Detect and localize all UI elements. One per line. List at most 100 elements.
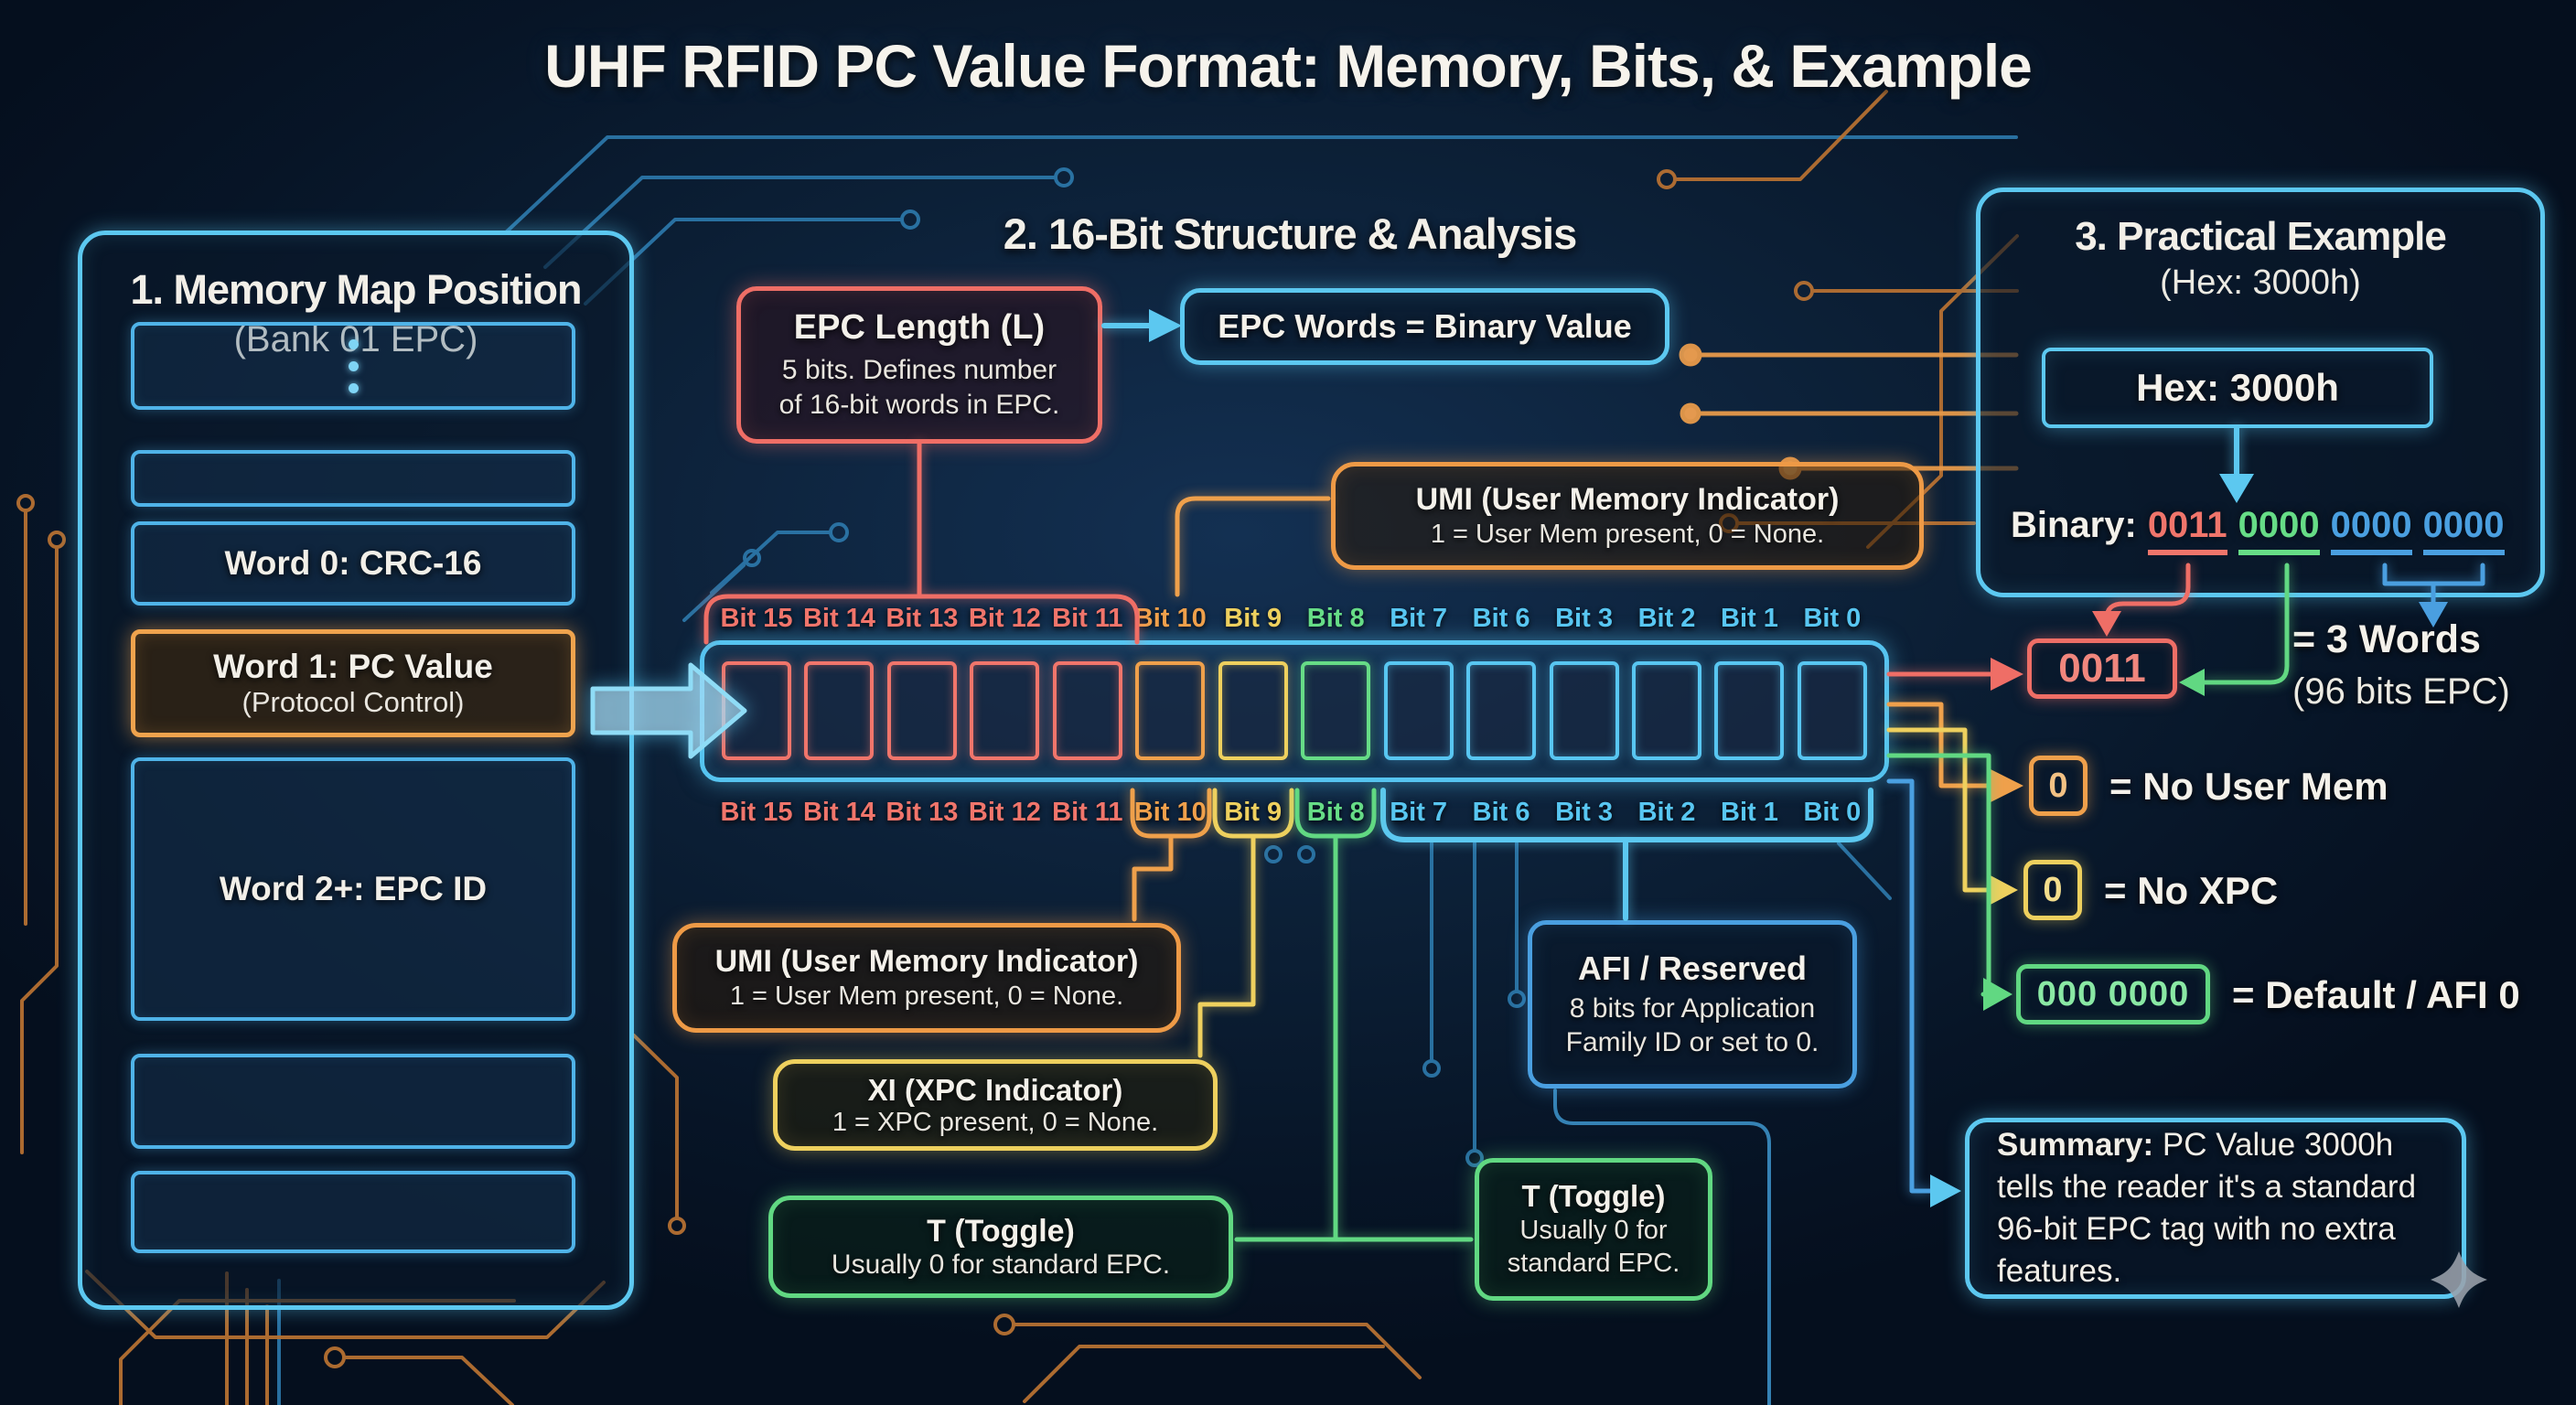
bit-label-bit-1: Bit 1 (1721, 603, 1778, 633)
afi-meaning-label: = Default / AFI 0 (2232, 973, 2520, 1016)
bit-label-bit-0: Bit 0 (1803, 603, 1862, 633)
bit-label-bit-9: Bit 9 (1224, 797, 1283, 827)
bit-label-bit-3: Bit 3 (1555, 603, 1613, 633)
words-meaning-label: = 3 Words (96 bits EPC) (2292, 615, 2510, 717)
blue-arrowhead-summary (1930, 1174, 1961, 1207)
bit-label-bit-14: Bit 14 (802, 797, 875, 827)
toggle-right-title: T (Toggle) (1521, 1178, 1666, 1213)
word0-label: Word 0: CRC-16 (224, 544, 482, 582)
bit-label-bit-15: Bit 15 (720, 603, 793, 633)
bit-cells-row (722, 661, 1867, 760)
bit-cell-bit-3 (1549, 661, 1619, 760)
umi-indicator-box-bottom: UMI (User Memory Indicator) 1 = User Mem… (672, 923, 1181, 1033)
memory-row-word0: Word 0: CRC-16 (131, 521, 575, 606)
hex-value-box: Hex: 3000h (2042, 348, 2433, 428)
bit-cell-bit-10 (1135, 661, 1206, 760)
red-arrowhead-binary (2092, 611, 2121, 637)
umi-meaning-label: = No User Mem (2109, 765, 2388, 808)
panel-memory-map: 1. Memory Map Position (Bank 01 EPC) (78, 231, 634, 1310)
summary-box: Summary: PC Value 3000h tells the reader… (1965, 1118, 2466, 1299)
toggle-box-left: T (Toggle) Usually 0 for standard EPC. (768, 1196, 1233, 1298)
bit-cell-bit-12 (970, 661, 1040, 760)
bit-cell-bit-6 (1466, 661, 1537, 760)
umi-bottom-body: 1 = User Mem present, 0 = None. (729, 981, 1124, 1011)
panel3-title: 3. Practical Example (2075, 214, 2447, 259)
bit-label-bit-1: Bit 1 (1721, 797, 1778, 827)
word1-label: Word 1: PC Value (213, 648, 493, 685)
binary-group-afi-high: 0000 (2330, 505, 2412, 555)
cyan-arrowhead-epcwords (1149, 309, 1182, 342)
bit-label-bit-13: Bit 13 (886, 797, 959, 827)
epc-length-body: 5 bits. Defines number of 16-bit words i… (778, 355, 1060, 420)
bit-label-bit-12: Bit 12 (968, 797, 1041, 827)
umi-top-body: 1 = User Mem present, 0 = None. (1430, 520, 1825, 549)
bit-label-bit-8: Bit 8 (1306, 603, 1365, 633)
bit-cell-bit-9 (1218, 661, 1288, 760)
words-label-line1: = 3 Words (2292, 617, 2481, 661)
word1-sublabel: (Protocol Control) (242, 686, 465, 718)
bit-label-bit-6: Bit 6 (1472, 603, 1530, 633)
summary-bold: Summary: (1997, 1126, 2154, 1163)
bit-cell-bit-7 (1383, 661, 1454, 760)
bit-cell-bit-8 (1301, 661, 1371, 760)
xpc-meaning-label: = No XPC (2104, 869, 2279, 912)
word2-label: Word 2+: EPC ID (219, 870, 488, 907)
xpc-value-box: 0 (2023, 860, 2082, 920)
xi-body: 1 = XPC present, 0 = None. (832, 1107, 1159, 1137)
toggle-left-title: T (Toggle) (927, 1213, 1075, 1249)
panel3-subtitle: (Hex: 3000h) (2160, 263, 2361, 302)
bit-cell-bit-2 (1631, 661, 1701, 760)
epc-length-box: EPC Length (L) 5 bits. Defines number of… (736, 286, 1102, 444)
green-arrowhead-afi (1983, 978, 2012, 1011)
xi-title: XI (XPC Indicator) (867, 1072, 1123, 1107)
memory-row-empty-1 (131, 450, 575, 507)
epc-words-label: EPC Words = Binary Value (1218, 307, 1632, 345)
bit-cell-bit-15 (722, 661, 791, 760)
memory-row-word2: Word 2+: EPC ID (131, 757, 575, 1021)
umi-bottom-title: UMI (User Memory Indicator) (714, 944, 1139, 979)
xpc-indicator-box: XI (XPC Indicator) 1 = XPC present, 0 = … (773, 1059, 1218, 1151)
bit-cell-bit-0 (1797, 661, 1867, 760)
bit-label-bit-10: Bit 10 (1133, 603, 1207, 633)
afi-title: AFI / Reserved (1577, 949, 1808, 987)
bit-cell-bit-13 (886, 661, 957, 760)
section2-title: 2. 16-Bit Structure & Analysis (1003, 209, 1577, 258)
green-arrowhead-words (2179, 669, 2205, 696)
bit-label-bit-3: Bit 3 (1555, 797, 1613, 827)
orange-arrowhead (1991, 769, 2023, 802)
memory-row-empty-2 (131, 1054, 575, 1149)
bit-label-bit-0: Bit 0 (1803, 797, 1862, 827)
memory-row-word1-pc-value: Word 1: PC Value (Protocol Control) (131, 629, 575, 737)
bit-label-bit-7: Bit 7 (1390, 603, 1448, 633)
bit-label-bit-7: Bit 7 (1390, 797, 1448, 827)
epc-length-title: EPC Length (L) (793, 308, 1046, 347)
bit-label-bit-6: Bit 6 (1472, 797, 1530, 827)
words-value-box: 0011 (2027, 638, 2177, 699)
bit-cell-bit-11 (1052, 661, 1122, 760)
bit-label-bit-10: Bit 10 (1133, 797, 1207, 827)
bit-label-bit-2: Bit 2 (1637, 603, 1696, 633)
afi-value-box: 000 0000 (2016, 964, 2210, 1024)
toggle-left-body: Usually 0 for standard EPC. (831, 1249, 1171, 1280)
bit-label-bit-2: Bit 2 (1637, 797, 1696, 827)
panel1-title: 1. Memory Map Position (130, 266, 582, 313)
hex-value: Hex: 3000h (2136, 366, 2339, 409)
bit-label-bit-8: Bit 8 (1306, 797, 1365, 827)
binary-group-flags: 0000 (2238, 505, 2320, 555)
bit-label-bit-9: Bit 9 (1224, 603, 1283, 633)
umi-value-box: 0 (2029, 756, 2088, 816)
bit-label-bit-11: Bit 11 (1052, 603, 1123, 633)
umi-top-title: UMI (User Memory Indicator) (1415, 482, 1840, 517)
toggle-box-right: T (Toggle) Usually 0 for standard EPC. (1475, 1158, 1712, 1301)
binary-group-afi-low: 0000 (2422, 505, 2505, 555)
red-arrowhead-words (1991, 658, 2023, 691)
page-title: UHF RFID PC Value Format: Memory, Bits, … (544, 32, 2033, 100)
bit-label-bit-11: Bit 11 (1052, 797, 1123, 827)
ellipsis-dots-icon (348, 338, 359, 393)
words-label-line2: (96 bits EPC) (2292, 670, 2510, 712)
memory-row-empty-3 (131, 1171, 575, 1253)
binary-breakdown: Binary: 0011 0000 0000 0000 (2011, 505, 2560, 555)
